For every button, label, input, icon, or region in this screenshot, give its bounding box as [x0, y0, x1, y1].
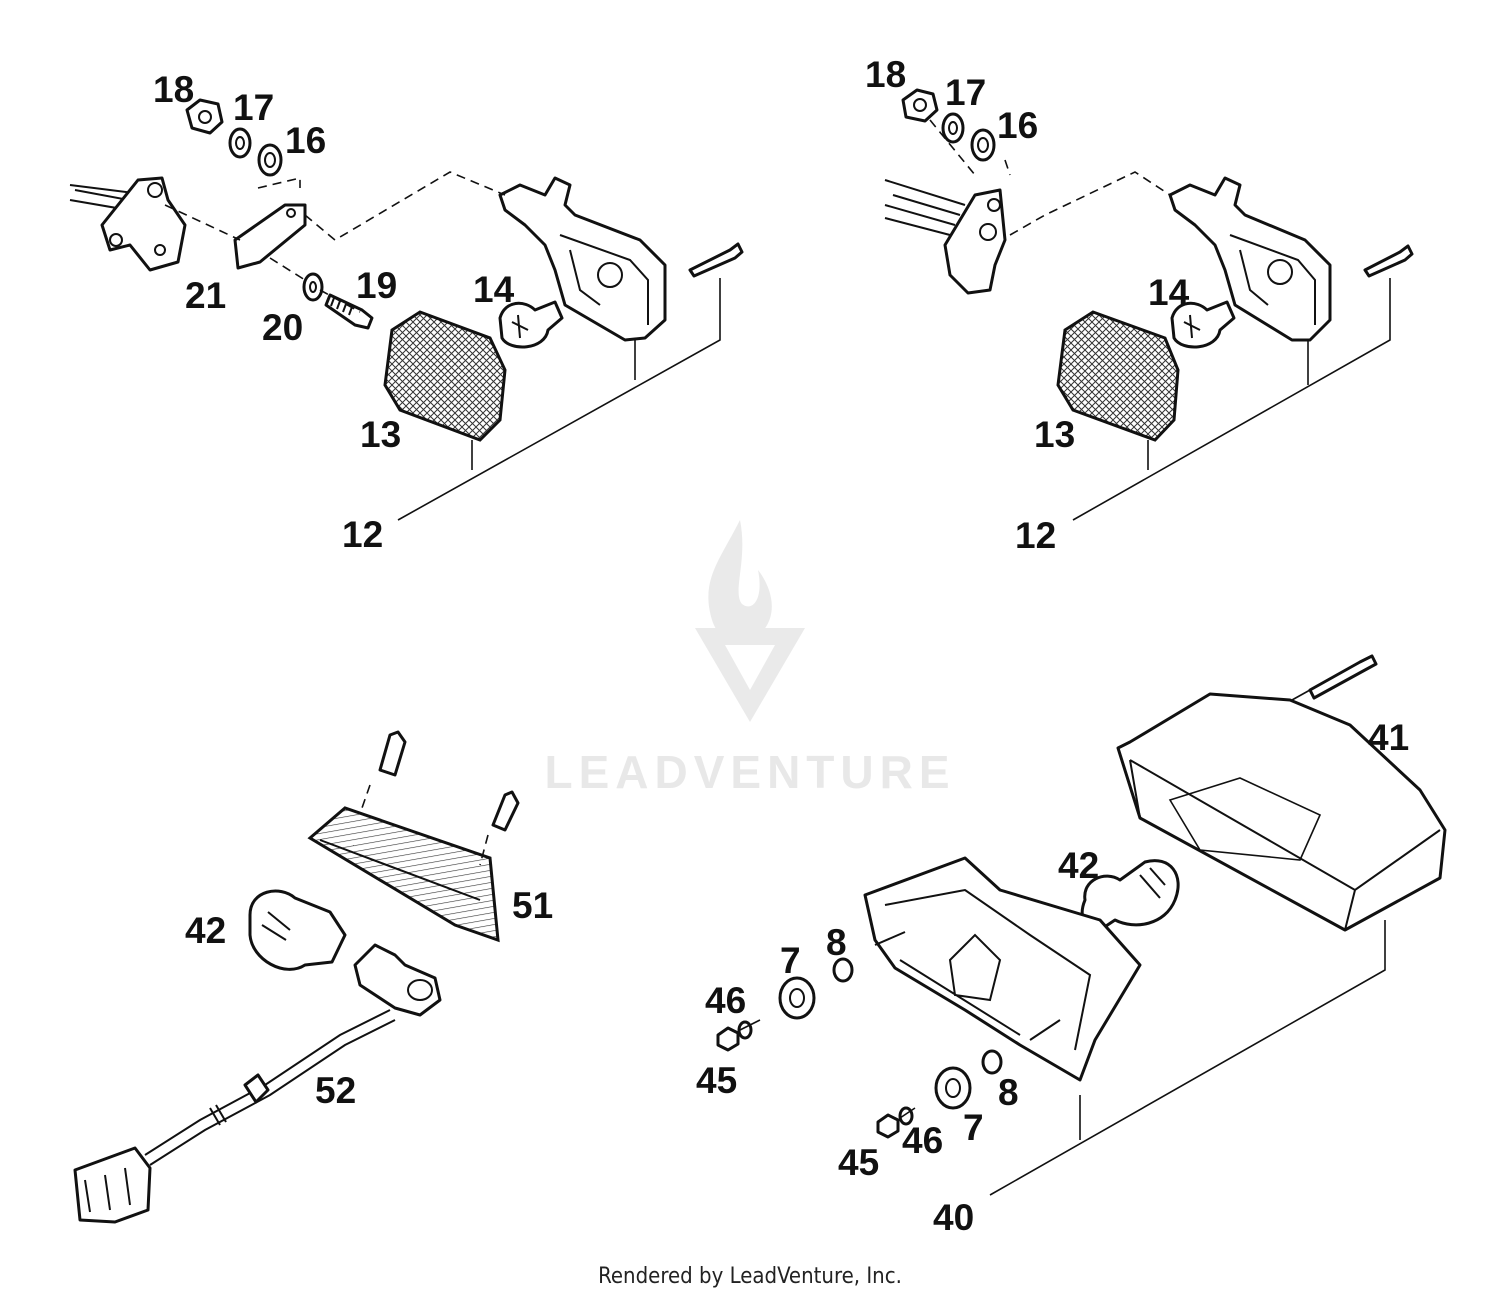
callout-7-lower: 7	[963, 1107, 984, 1148]
bulb-42	[248, 889, 347, 971]
spacer-8-lower	[981, 1049, 1003, 1075]
washer-20	[302, 272, 324, 302]
callout-52: 52	[315, 1070, 356, 1111]
callout-21: 21	[185, 275, 226, 316]
callout-7-upper: 7	[780, 940, 801, 981]
nut-18	[185, 98, 224, 135]
callout-41: 41	[1368, 717, 1409, 758]
callout-16: 16	[285, 120, 326, 161]
bulb-socket	[353, 943, 442, 1017]
tail-light-assembly	[716, 654, 1447, 1196]
turn-signal-housing-right	[1168, 176, 1332, 342]
callout-18-right: 18	[865, 54, 906, 95]
callout-13: 13	[360, 414, 401, 455]
callout-8-upper: 8	[826, 922, 847, 963]
callout-14: 14	[473, 269, 515, 310]
washer-16-right	[970, 128, 996, 162]
washer-16	[257, 143, 283, 177]
turn-signal-housing	[498, 176, 667, 342]
screw-19	[324, 293, 374, 330]
watermark-text: LEADVENTURE	[544, 746, 955, 798]
footer-credit: Rendered by LeadVenture, Inc.	[598, 1264, 902, 1289]
callout-51: 51	[512, 885, 553, 926]
lens-51	[307, 806, 500, 943]
callout-labels: 18 17 16 21 20 19 14 13 12 18 17 16 14 1…	[153, 54, 1409, 1238]
turn-signal-assembly-right	[884, 88, 1414, 521]
grommet-7-upper	[778, 976, 816, 1020]
lock-washer-17-right	[941, 112, 965, 144]
callout-12-right: 12	[1015, 515, 1056, 556]
mount-plate	[943, 188, 1007, 295]
callout-40: 40	[933, 1197, 974, 1238]
callout-20: 20	[262, 307, 303, 348]
callout-12: 12	[342, 514, 383, 555]
callout-45-upper: 45	[696, 1060, 737, 1101]
callout-45-lower: 45	[838, 1142, 879, 1183]
turn-signal-assembly-left	[69, 98, 744, 521]
mount-bracket	[100, 176, 187, 272]
license-plate-light-assembly	[73, 730, 520, 1224]
bulb-14-right	[1170, 300, 1236, 349]
callout-19: 19	[356, 265, 397, 306]
nut-45-upper	[716, 1026, 740, 1052]
callout-46-lower: 46	[902, 1120, 943, 1161]
spacer-8-upper	[832, 957, 854, 983]
grommet-7-lower	[934, 1066, 972, 1110]
tail-lens-reflector	[1168, 777, 1322, 861]
tail-lens-41	[1116, 692, 1447, 932]
tail-housing-40	[863, 856, 1142, 1082]
lens-13-right	[1056, 310, 1180, 442]
callout-14-right: 14	[1148, 272, 1190, 313]
bulb-14	[498, 300, 564, 349]
wire-connector	[73, 1146, 152, 1224]
callout-17-right: 17	[945, 72, 986, 113]
nut-18-right	[901, 88, 939, 123]
plate-21	[233, 203, 307, 270]
nut-45-lower	[876, 1113, 900, 1139]
callout-46-upper: 46	[705, 980, 746, 1021]
leadventure-logo-watermark: LEADVENTURE	[544, 520, 955, 798]
callout-42-tail: 42	[1058, 845, 1099, 886]
callout-17: 17	[233, 87, 274, 128]
lock-washer-17	[228, 127, 252, 159]
callout-13-right: 13	[1034, 414, 1075, 455]
callout-16-right: 16	[997, 105, 1038, 146]
callout-8-lower: 8	[998, 1072, 1019, 1113]
callout-18: 18	[153, 69, 194, 110]
lens-13	[383, 310, 507, 442]
callout-42: 42	[185, 910, 226, 951]
